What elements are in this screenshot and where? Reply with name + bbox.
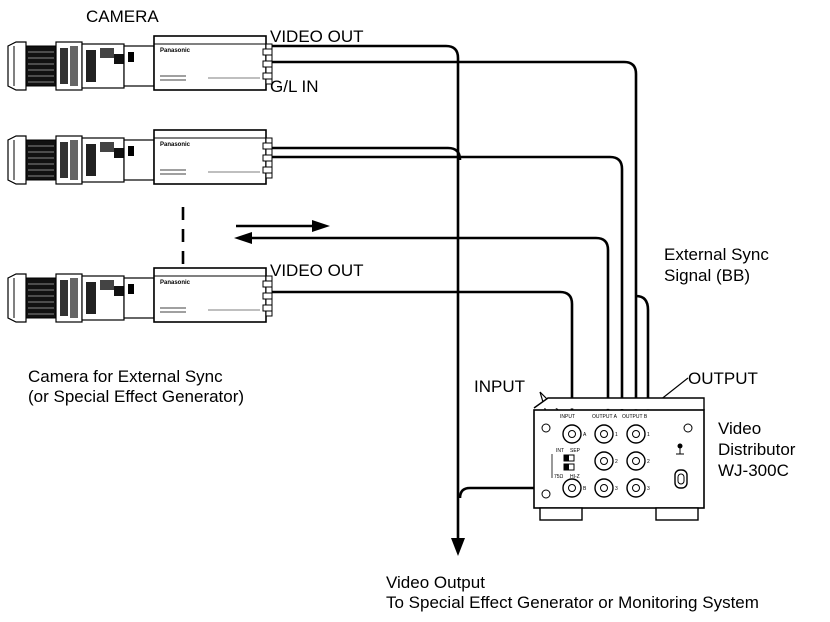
out-a2-label: 2 xyxy=(615,459,618,465)
switch-2-right-label: HI-Z xyxy=(570,474,580,480)
label-input: INPUT xyxy=(474,377,525,396)
arrow-head-right xyxy=(312,220,330,232)
cable-output-b-bend xyxy=(635,294,650,311)
label-camera: CAMERA xyxy=(86,7,159,26)
ground-icon xyxy=(677,443,683,449)
camera-2-brand: Panasonic xyxy=(160,142,191,148)
out-b3-label: 3 xyxy=(647,486,650,492)
out-a3-label: 3 xyxy=(615,486,618,492)
jack-b-label: B xyxy=(583,486,587,492)
label-ext-sync-cam-1: Camera for External Sync xyxy=(28,367,223,386)
cable-input-b-loop xyxy=(458,486,572,499)
label-ext-sync-signal-2: Signal (BB) xyxy=(664,266,750,285)
out-b1-label: 1 xyxy=(647,432,650,438)
camera-2: Panasonic xyxy=(7,129,273,185)
camera-1: Panasonic xyxy=(7,35,273,91)
cable-cam2-gl-in xyxy=(272,155,624,450)
camera-ext-sync: Panasonic xyxy=(7,267,273,323)
panel-output-a-label: OUTPUT A xyxy=(592,414,618,420)
jack-a-label: A xyxy=(583,432,587,438)
distributor-front-panel xyxy=(533,409,705,509)
screw-icon xyxy=(683,423,693,433)
arrow-head-left xyxy=(234,232,252,244)
label-gl-in: G/L IN xyxy=(270,77,319,96)
out-a1-label: 1 xyxy=(615,432,618,438)
label-video-out-bottom: VIDEO OUT xyxy=(270,261,364,280)
switch-1-left-label: INT xyxy=(556,448,564,454)
label-video-output-2: To Special Effect Generator or Monitorin… xyxy=(386,593,759,612)
label-video-out-top: VIDEO OUT xyxy=(270,27,364,46)
out-b2-label: 2 xyxy=(647,459,650,465)
cable-cam1-gl-in xyxy=(272,60,638,440)
panel-input-label: INPUT xyxy=(560,414,575,420)
switch-2-left-label: 75Ω xyxy=(554,474,564,480)
label-video-output-1: Video Output xyxy=(386,573,485,592)
foot-right xyxy=(655,507,699,521)
label-output: OUTPUT xyxy=(688,369,758,388)
video-distributor: INPUT OUTPUT A OUTPUT B A B INT SEP 75Ω … xyxy=(533,397,705,521)
cable-arrow-left xyxy=(244,236,610,440)
panel-output-b-label: OUTPUT B xyxy=(622,414,648,420)
label-distributor-2: Distributor xyxy=(718,440,796,459)
screw-icon xyxy=(541,489,551,499)
label-distributor-3: WJ-300C xyxy=(718,461,789,480)
camera-3-brand: Panasonic xyxy=(160,280,191,286)
cable-cam1-video-out xyxy=(272,44,460,540)
cable-ext-sync-video-out xyxy=(272,290,574,420)
foot-left xyxy=(539,507,583,521)
screw-icon xyxy=(541,423,551,433)
switch-1-right-label: SEP xyxy=(570,448,581,454)
label-ext-sync-signal-1: External Sync xyxy=(664,245,769,264)
label-distributor-1: Video xyxy=(718,419,761,438)
arrow-head-down xyxy=(451,538,465,556)
label-ext-sync-cam-2: (or Special Effect Generator) xyxy=(28,387,244,406)
camera-1-brand: Panasonic xyxy=(160,48,191,54)
